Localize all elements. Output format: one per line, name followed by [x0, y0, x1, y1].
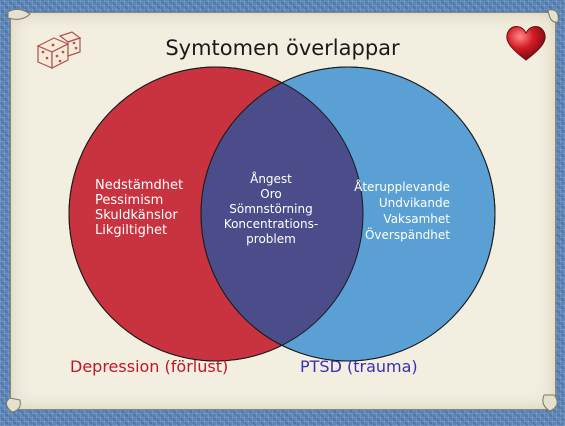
ptsd-symptom: Undvikande: [378, 196, 450, 210]
overlap-symptom-list: Ångest Oro Sömnstörning Koncentrations- …: [213, 172, 329, 247]
depression-symptom: Skuldkänslor: [95, 208, 178, 223]
ptsd-caption: PTSD (trauma): [300, 357, 418, 376]
depression-symptom: Pessimism: [95, 193, 164, 208]
ptsd-symptom: Återupplevande: [354, 180, 450, 194]
overlap-symptom: Koncentrations-: [223, 217, 319, 231]
overlap-symptom: Ångest: [250, 172, 292, 186]
ptsd-symptom: Vaksamhet: [383, 212, 450, 226]
overlap-symptom: problem: [246, 232, 296, 246]
dice-icon: [36, 31, 82, 69]
ptsd-symptom: Överspändhet: [364, 228, 450, 242]
slide-title: Symtomen överlappar: [165, 36, 400, 60]
ptsd-symptom-list: Återupplevande Undvikande Vaksamhet Över…: [330, 179, 450, 243]
depression-symptom: Nedstämdhet: [95, 178, 184, 193]
depression-symptom: Likgiltighet: [95, 223, 168, 238]
heart-icon: [506, 26, 546, 61]
overlap-region: [201, 67, 363, 361]
overlap-symptom: Oro: [260, 187, 282, 201]
overlap-symptom: Sömnstörning: [229, 202, 313, 216]
depression-symptom-list: Nedstämdhet Pessimism Skuldkänslor Likgi…: [95, 178, 183, 238]
depression-caption: Depression (förlust): [70, 357, 229, 376]
